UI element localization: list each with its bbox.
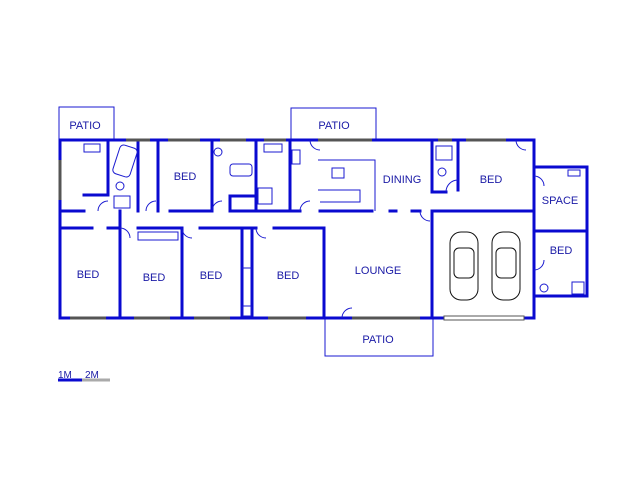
room-label-patio-bottom: PATIO bbox=[362, 334, 394, 346]
door-swing bbox=[419, 210, 431, 222]
door-swing bbox=[119, 227, 131, 239]
shower-icon bbox=[435, 145, 453, 161]
door-swing bbox=[341, 307, 353, 319]
toilet-icon bbox=[539, 283, 549, 293]
bathtub-icon bbox=[112, 144, 138, 178]
door-swing bbox=[533, 259, 545, 271]
scale-label-2m: 2M bbox=[85, 370, 99, 381]
car-icon bbox=[491, 231, 521, 301]
car-roof bbox=[453, 247, 475, 279]
bathtub-icon bbox=[229, 163, 253, 177]
door-swing bbox=[299, 200, 311, 212]
toilet-icon bbox=[437, 167, 447, 177]
doors bbox=[97, 139, 545, 319]
basin-icon bbox=[83, 143, 101, 153]
room-label-bed-top-center: BED bbox=[174, 171, 197, 183]
windows bbox=[58, 138, 525, 321]
door-swing bbox=[211, 200, 223, 212]
basin-icon bbox=[291, 149, 301, 165]
door-swing bbox=[533, 175, 545, 187]
wardrobe-outline bbox=[137, 231, 179, 241]
room-label-dining: DINING bbox=[383, 174, 422, 186]
room-label-bed-2: BED bbox=[143, 272, 166, 284]
garage-door bbox=[443, 315, 525, 321]
room-label-bed-top-right: BED bbox=[480, 174, 503, 186]
door-swing bbox=[181, 227, 193, 239]
room-label-bed-1: BED bbox=[77, 269, 100, 281]
fixtures bbox=[83, 143, 585, 295]
room-label-lounge: LOUNGE bbox=[355, 265, 401, 277]
garage-cars bbox=[449, 231, 521, 301]
toilet-icon bbox=[115, 181, 125, 191]
basin-icon bbox=[263, 143, 283, 153]
room-labels: PATIO PATIO PATIO BED DINING BED SPACE B… bbox=[69, 120, 578, 346]
room-label-space: SPACE bbox=[542, 195, 578, 207]
stove-icon bbox=[331, 167, 345, 179]
kitchen-counter bbox=[318, 189, 361, 203]
room-label-bed-4: BED bbox=[277, 270, 300, 282]
room-label-bed-3: BED bbox=[200, 270, 223, 282]
room-label-patio-top-left: PATIO bbox=[69, 120, 101, 132]
door-swing bbox=[145, 200, 157, 212]
shower-icon bbox=[257, 187, 273, 205]
door-swing bbox=[255, 227, 267, 239]
kitchen-counter bbox=[318, 159, 376, 211]
door-swing bbox=[309, 139, 321, 151]
scale-bar: 1M 2M bbox=[58, 370, 110, 382]
room-label-bed-right: BED bbox=[550, 245, 573, 257]
basin-icon bbox=[567, 169, 581, 177]
door-swing bbox=[445, 179, 459, 193]
closet-box bbox=[242, 305, 252, 317]
shower-icon bbox=[571, 281, 585, 295]
car-icon bbox=[449, 231, 479, 301]
shower-icon bbox=[113, 195, 131, 209]
door-swing bbox=[97, 200, 109, 212]
scale-label-1m: 1M bbox=[58, 370, 72, 381]
room-label-patio-top-center: PATIO bbox=[318, 120, 350, 132]
toilet-icon bbox=[213, 147, 223, 157]
door-swing bbox=[515, 139, 527, 151]
car-roof bbox=[495, 247, 517, 279]
